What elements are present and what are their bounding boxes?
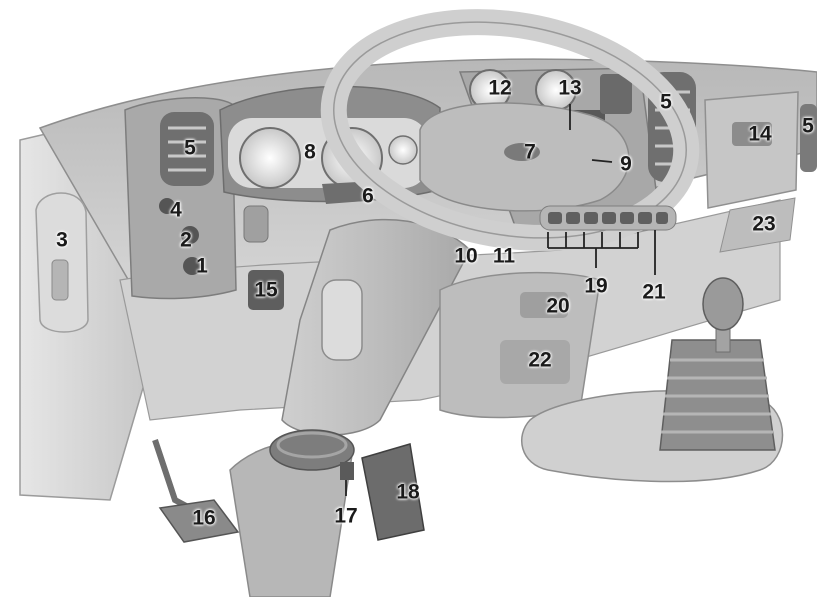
callout-4: 4 — [170, 200, 182, 221]
callout-2: 2 — [180, 230, 192, 251]
callout-5-center: 5 — [660, 92, 672, 113]
callout-19: 19 — [584, 276, 607, 297]
left-door-handle — [52, 260, 68, 300]
tilt-lever — [322, 280, 362, 360]
left-stalk-knob — [244, 206, 268, 242]
callout-9: 9 — [620, 154, 632, 175]
shift-knob — [703, 278, 743, 330]
callout-10: 10 — [454, 246, 477, 267]
callout-11: 11 — [493, 246, 515, 267]
fuel-gauge — [389, 136, 417, 164]
callout-5-left: 5 — [184, 138, 196, 159]
callout-3: 3 — [56, 230, 68, 251]
callout-8: 8 — [304, 142, 316, 163]
callout-12: 12 — [488, 78, 511, 99]
speedometer — [240, 128, 300, 188]
callout-17: 17 — [334, 506, 357, 527]
callout-22: 22 — [528, 350, 551, 371]
glove-box — [705, 92, 798, 208]
callout-16: 16 — [192, 508, 215, 529]
callout-20: 20 — [546, 296, 569, 317]
callout-1: 1 — [196, 256, 208, 277]
brake-pedal-stub — [340, 462, 354, 480]
callout-21: 21 — [642, 282, 665, 303]
clutch-pedal-arm — [155, 440, 190, 508]
callout-6: 6 — [362, 186, 374, 207]
callout-7: 7 — [524, 142, 536, 163]
callout-18: 18 — [396, 482, 419, 503]
callout-23: 23 — [752, 214, 775, 235]
callout-5-right: 5 — [802, 116, 814, 137]
center-switch-block — [600, 74, 632, 114]
callout-13: 13 — [558, 78, 581, 99]
callout-14: 14 — [748, 124, 771, 145]
callout-15: 15 — [254, 280, 277, 301]
